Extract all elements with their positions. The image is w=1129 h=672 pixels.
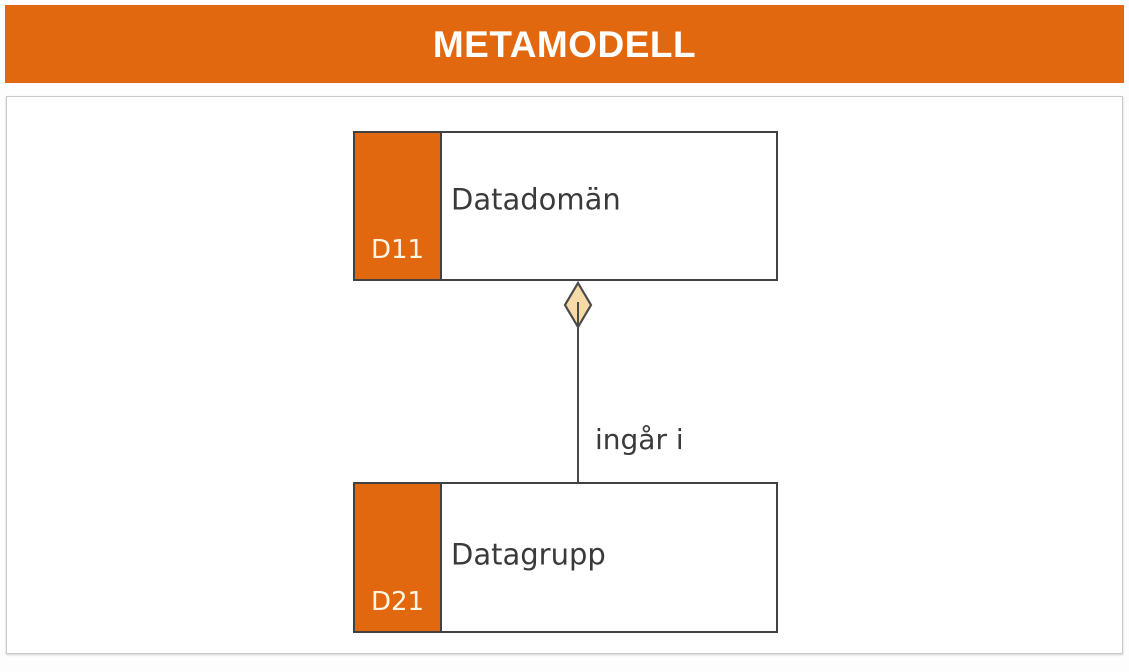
- header-banner: METAMODELL: [5, 5, 1124, 83]
- entity-code-label: D11: [370, 235, 425, 265]
- entity-box-datagrupp[interactable]: D21 Datagrupp: [353, 482, 778, 633]
- relationship-connector-line: [577, 302, 579, 482]
- diagram-canvas: D11 Datadomän ingår i D21 Datagrupp: [7, 97, 1122, 653]
- page-title: METAMODELL: [432, 23, 697, 65]
- entity-code-tab: D11: [355, 133, 442, 279]
- diagram-panel: D11 Datadomän ingår i D21 Datagrupp: [6, 96, 1123, 654]
- entity-box-datadoman[interactable]: D11 Datadomän: [353, 131, 778, 281]
- entity-code-label: D21: [370, 587, 425, 617]
- entity-code-tab: D21: [355, 484, 442, 631]
- entity-name-label: Datagrupp: [451, 537, 606, 572]
- entity-name-label: Datadomän: [451, 182, 621, 217]
- relationship-label: ingår i: [595, 423, 684, 456]
